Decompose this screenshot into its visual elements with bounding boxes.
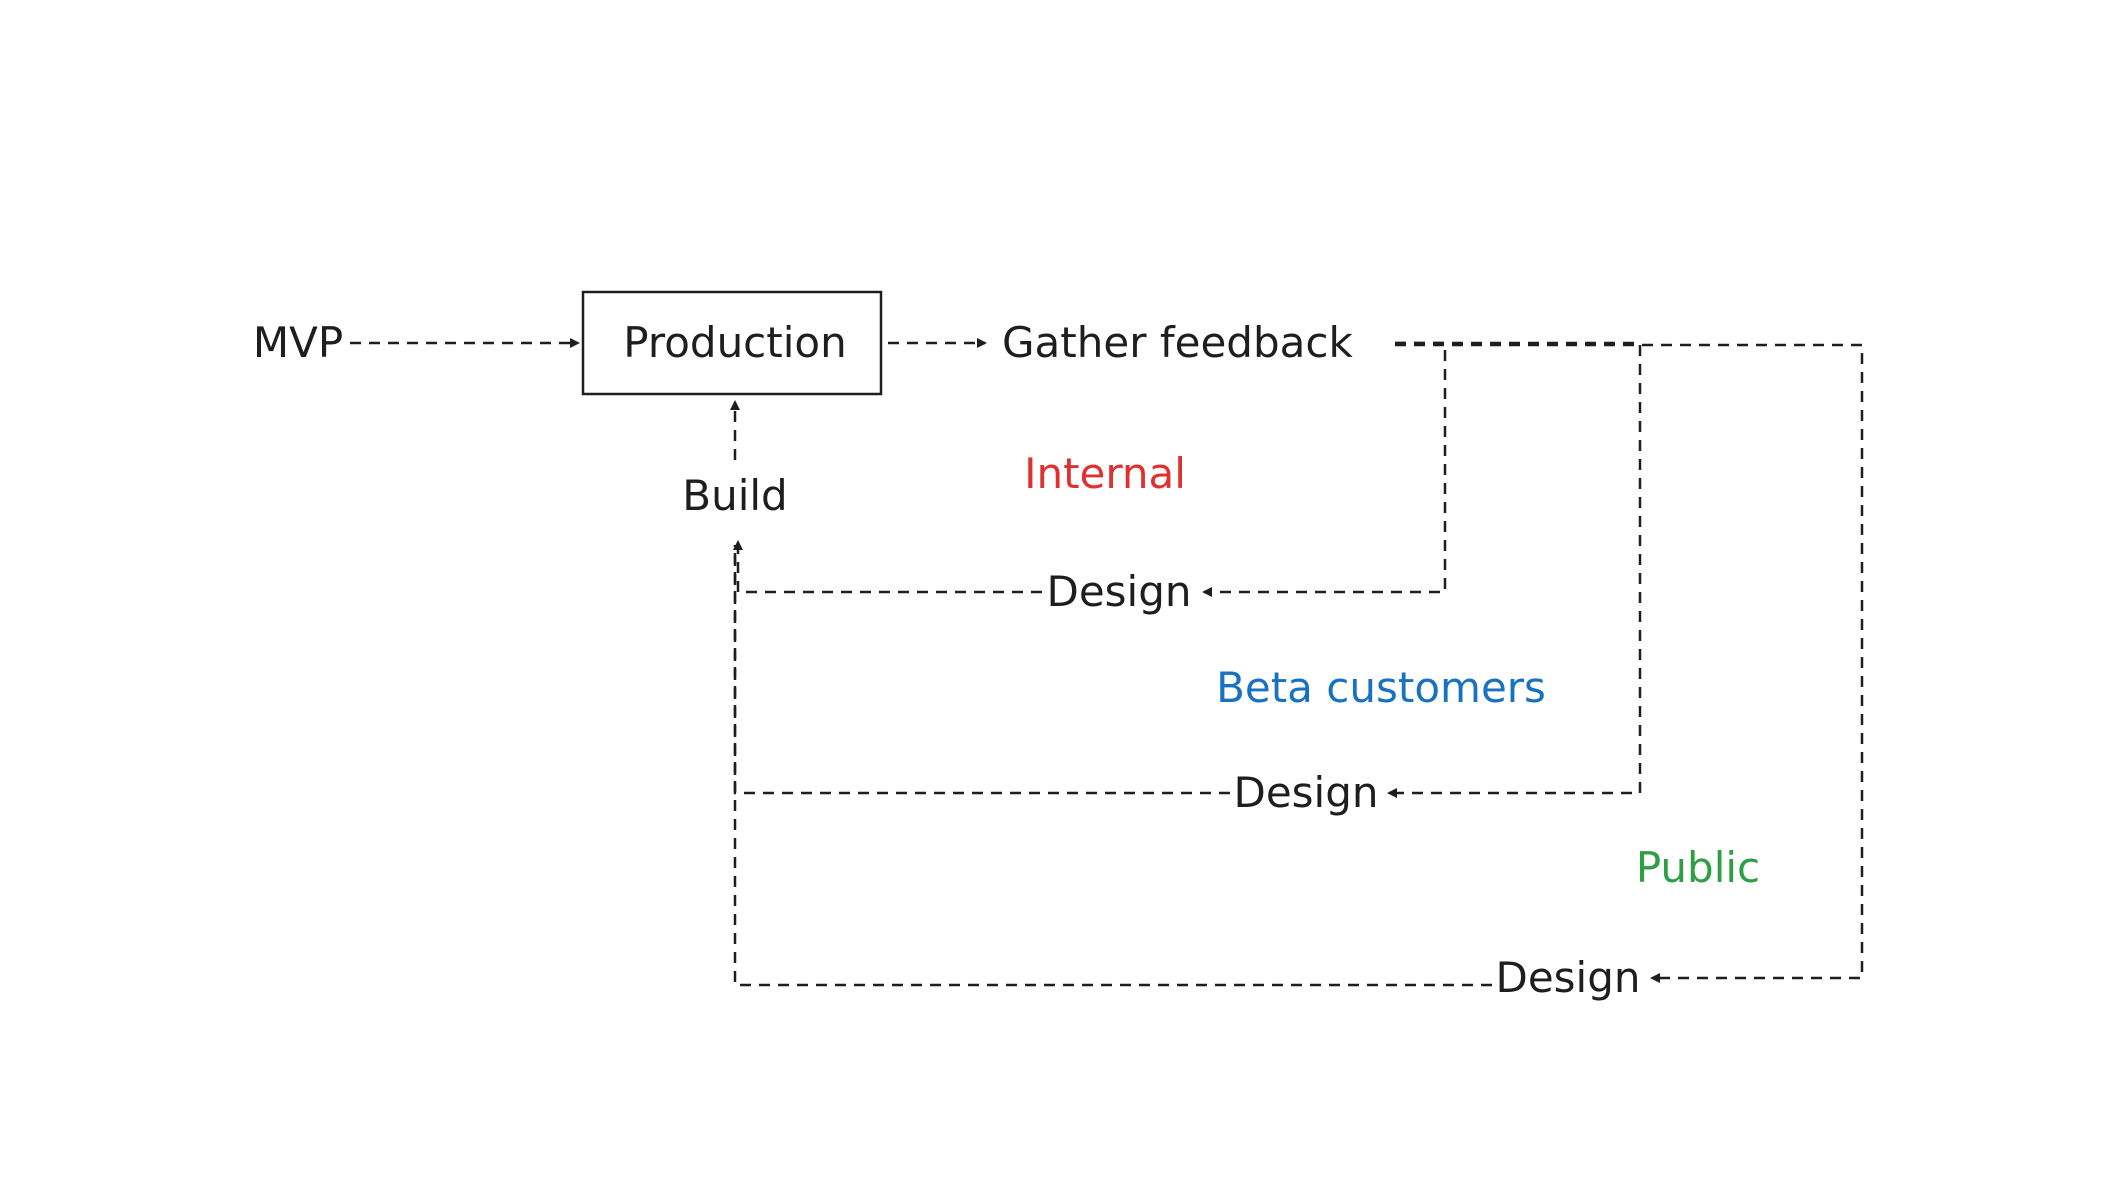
node-build: Build <box>682 471 788 520</box>
arrow-feedback-to-design-internal <box>1202 341 1447 597</box>
node-gather-feedback: Gather feedback <box>1002 318 1353 367</box>
node-design-public: Design <box>1495 953 1641 1002</box>
arrow-feedback-to-design-public <box>1395 343 1864 983</box>
arrow-design-public-to-build <box>733 545 1492 987</box>
arrow-design-beta-to-build <box>733 545 1230 795</box>
node-mvp: MVP <box>252 318 344 367</box>
arrow-feedback-to-design-beta <box>1387 341 1642 798</box>
node-design-beta: Design <box>1233 768 1379 817</box>
loop-label-beta: Beta customers <box>1216 663 1546 712</box>
node-design-internal: Design <box>1046 567 1192 616</box>
loop-label-public: Public <box>1635 843 1761 892</box>
arrow-design-internal-to-build <box>733 540 1042 594</box>
loop-label-internal: Internal <box>1024 449 1186 498</box>
node-production: Production <box>623 318 847 367</box>
production-box <box>581 290 883 396</box>
